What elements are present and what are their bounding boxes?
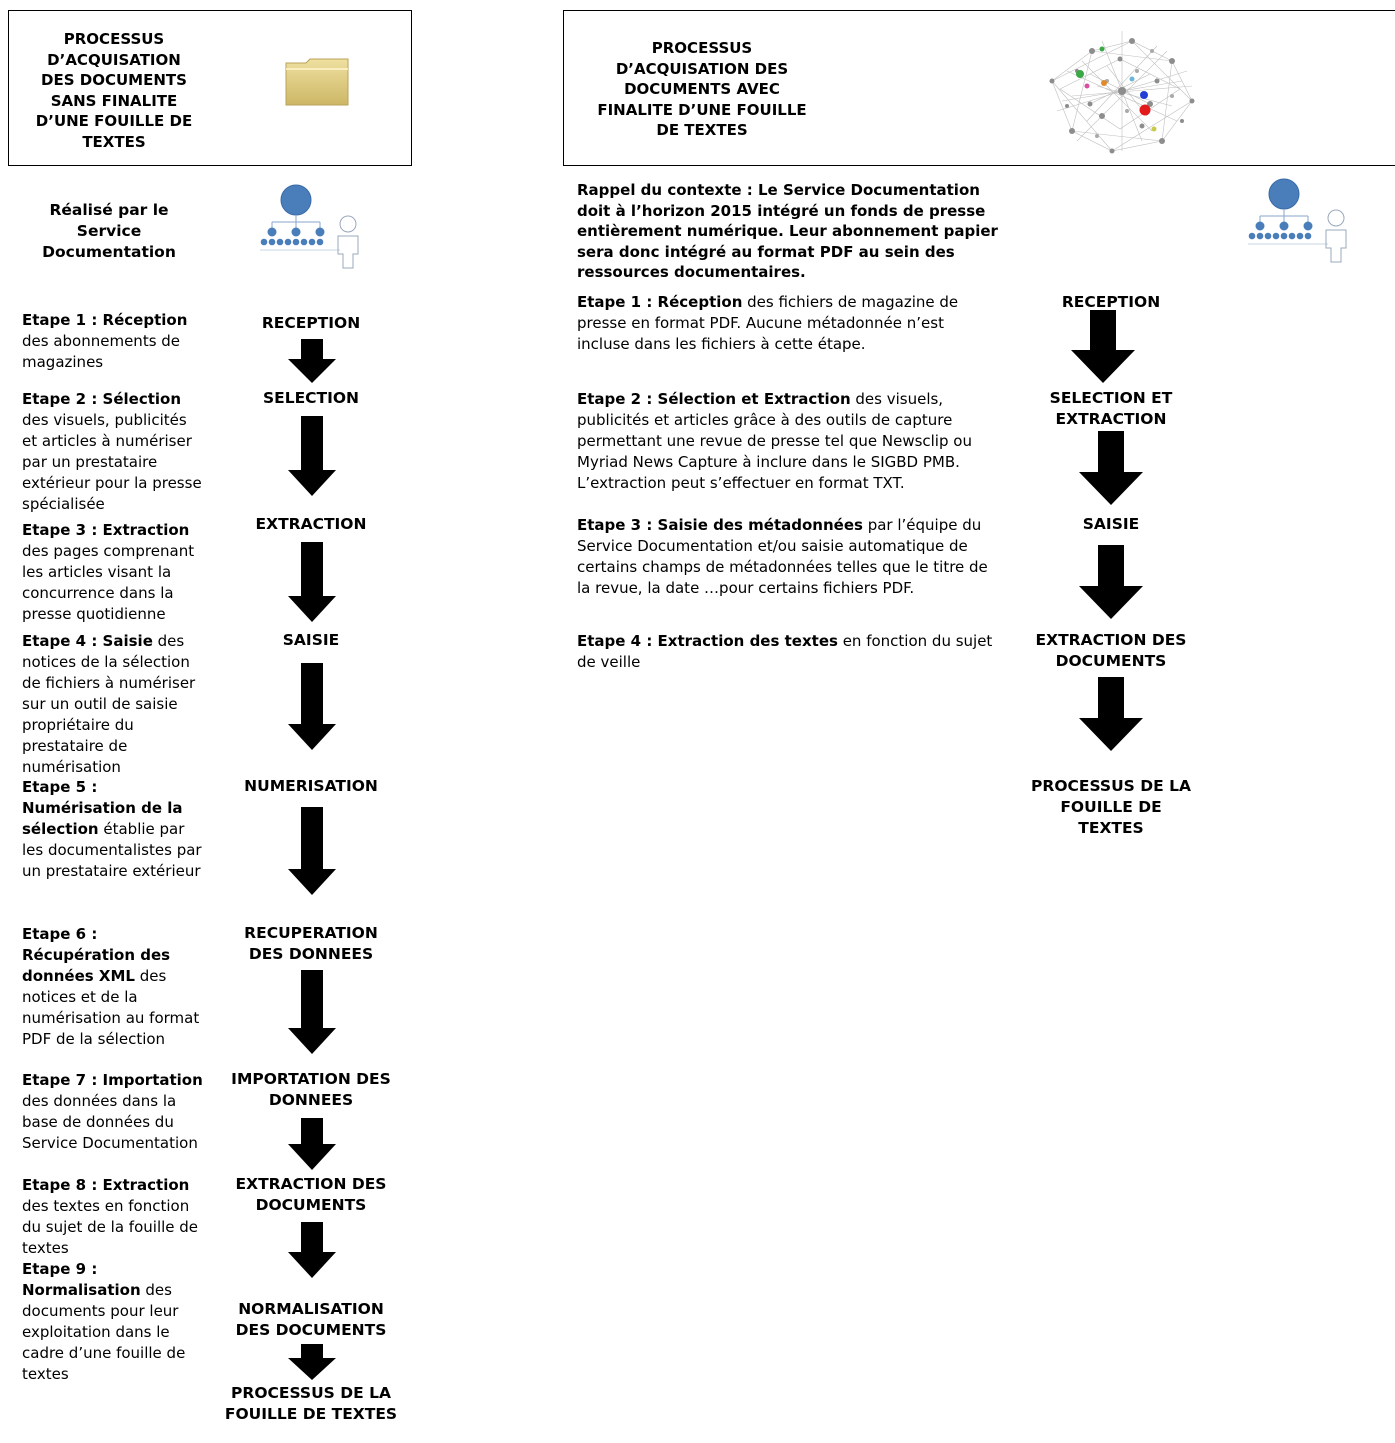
left-step-4: Etape 4 : Saisie des notices de la sélec… [22,632,196,776]
left-step-3: Etape 3 : Extraction des pages comprenan… [22,521,195,623]
left-arrow-7 [288,1118,336,1170]
left-arrow-5 [288,807,336,895]
left-step-5: Etape 5 : Numérisation de la sélection é… [22,778,202,880]
right-context-text: Rappel du contexte : Le Service Document… [577,181,998,281]
right-step-1: Etape 1 : Réception des fichiers de maga… [577,293,959,353]
left-flow-label-9: NORMALISATION DES DOCUMENTS [235,1300,387,1339]
left-header-box: PROCESSUS D’ACQUISATION DES DOCUMENTS SA… [8,10,412,166]
right-step-2: Etape 2 : Sélection et Extraction des vi… [577,390,972,492]
network-graph-icon [1032,11,1212,165]
right-arrow-3 [1079,545,1143,619]
left-flow-label-7: IMPORTATION DES DONNEES [231,1070,391,1109]
right-arrow-1 [1071,310,1135,383]
left-flow-label-10: PROCESSUS DE LA FOUILLE DE TEXTES [224,1384,398,1423]
left-arrow-8 [288,1222,336,1278]
left-step-8: Etape 8 : Extraction des textes en fonct… [22,1176,199,1257]
right-flow-label-2: SELECTION ET EXTRACTION [1049,389,1173,428]
right-step-4: Etape 4 : Extraction des textes en fonct… [577,632,993,671]
folder-icon [284,55,350,107]
right-header-title: PROCESSUS D’ACQUISATION DES DOCUMENTS AV… [597,39,807,139]
right-flow-label-3: SAISIE [1082,515,1140,533]
left-realise-label: Réalisé par le Service Documentation [42,201,176,261]
right-arrow-4 [1079,677,1143,751]
right-flow-label-4: EXTRACTION DES DOCUMENTS [1035,631,1187,670]
left-step-6: Etape 6 : Récupération des données XML d… [22,925,200,1048]
right-header-box: PROCESSUS D’ACQUISATION DES DOCUMENTS AV… [563,10,1395,166]
org-chart-person-icon-left [256,184,366,270]
left-arrow-3 [288,542,336,622]
right-arrow-2 [1079,431,1143,505]
right-step-3: Etape 3 : Saisie des métadonnées par l’é… [577,516,988,597]
left-arrow-1 [288,339,336,383]
org-chart-person-icon-right [1244,178,1354,264]
right-flow-label-5: PROCESSUS DE LA FOUILLE DE TEXTES [1031,777,1191,837]
left-step-1: Etape 1 : Réception des abonnements de m… [22,311,188,371]
left-arrow-2 [288,416,336,496]
left-step-9: Etape 9 : Normalisation des documents po… [22,1260,186,1383]
left-flow-label-3: EXTRACTION [255,515,367,533]
left-step-7: Etape 7 : Importation des données dans l… [22,1071,203,1152]
left-flow-label-5: NUMERISATION [244,777,378,795]
left-flow-label-1: RECEPTION [261,314,361,332]
left-arrow-4 [288,663,336,750]
left-flow-label-4: SAISIE [282,631,340,649]
left-arrow-6 [288,970,336,1054]
left-flow-label-2: SELECTION [262,389,360,407]
left-flow-label-6: RECUPERATION DES DONNEES [244,924,378,963]
right-flow-label-1: RECEPTION [1061,293,1161,311]
left-arrow-9 [288,1344,336,1380]
left-flow-label-8: EXTRACTION DES DOCUMENTS [235,1175,387,1214]
left-header-title: PROCESSUS D’ACQUISATION DES DOCUMENTS SA… [35,30,193,151]
left-step-2: Etape 2 : Sélection des visuels, publici… [22,390,202,513]
